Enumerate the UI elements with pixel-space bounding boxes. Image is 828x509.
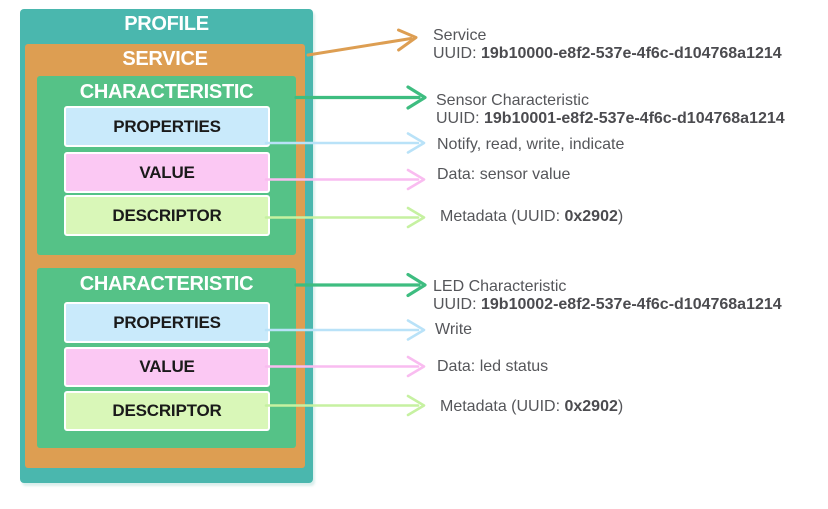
annotation-led-descriptor: Metadata (UUID: 0x2902) [440,398,623,416]
characteristic-label: CHARACTERISTIC [79,273,254,295]
value-box-led: VALUE [64,347,270,387]
annotation-line: UUID: 19b10000-e8f2-537e-4f6c-d104768a12… [433,45,782,62]
properties-box-led: PROPERTIES [64,302,270,343]
properties-box-sensor: PROPERTIES [64,106,270,147]
annotation-sensor-characteristic: Sensor Characteristic UUID: 19b10001-e8f… [436,92,785,128]
annotation-line: LED Characteristic [433,278,567,295]
annotation-sensor-descriptor: Metadata (UUID: 0x2902) [440,208,623,226]
annotation-line: Notify, read, write, indicate [437,136,625,153]
annotation-sensor-properties: Notify, read, write, indicate [437,136,624,154]
characteristic-box-led: CHARACTERISTIC PROPERTIES VALUE DESCRIPT… [37,268,296,448]
service-arrow-icon [306,28,418,57]
annotation-led-value: Data: led status [437,358,548,376]
value-label: VALUE [139,357,195,376]
descriptor-label: DESCRIPTOR [112,205,222,225]
annotation-line: Sensor Characteristic [436,92,589,109]
properties-label: PROPERTIES [113,116,221,136]
descriptor-box-sensor: DESCRIPTOR [64,195,270,236]
annotation-line: Write [435,321,473,338]
sensor-characteristic-arrow-icon [294,85,427,110]
led-characteristic-arrow-icon [294,272,427,298]
value-label: VALUE [139,162,195,182]
annotation-sensor-value: Data: sensor value [437,166,570,184]
characteristic-label: CHARACTERISTIC [79,81,254,103]
service-label: SERVICE [122,48,208,70]
value-box-sensor: VALUE [64,152,270,193]
descriptor-label: DESCRIPTOR [112,401,222,420]
annotation-led-properties: Write [435,321,472,339]
profile-box: PROFILE SERVICE CHARACTERISTIC PROPERTIE… [20,9,313,483]
profile-label: PROFILE [124,13,209,35]
annotation-line: Data: sensor value [437,166,571,183]
service-box: SERVICE CHARACTERISTIC PROPERTIES VALUE … [25,44,305,468]
annotation-line: UUID: 19b10002-e8f2-537e-4f6c-d104768a12… [433,296,782,313]
descriptor-box-led: DESCRIPTOR [64,391,270,431]
annotation-line: Data: led status [437,358,549,375]
annotation-line: Service [433,27,487,44]
annotation-service: Service UUID: 19b10000-e8f2-537e-4f6c-d1… [433,27,782,63]
annotation-line: Metadata (UUID: 0x2902) [440,398,624,415]
annotation-line: Metadata (UUID: 0x2902) [440,208,624,225]
characteristic-box-sensor: CHARACTERISTIC PROPERTIES VALUE DESCRIPT… [37,76,296,255]
properties-label: PROPERTIES [113,312,221,332]
annotation-led-characteristic: LED Characteristic UUID: 19b10002-e8f2-5… [433,278,782,314]
annotation-line: UUID: 19b10001-e8f2-537e-4f6c-d104768a12… [436,110,785,127]
